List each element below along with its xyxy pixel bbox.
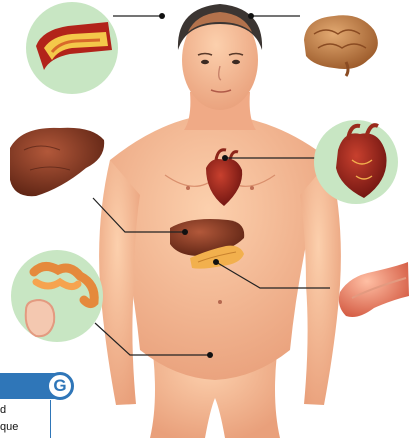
liver-callout [10, 128, 104, 196]
brain-callout [304, 15, 378, 76]
caption-line-2: que [0, 421, 48, 433]
g-badge: G [46, 372, 74, 400]
pancreas-icon [339, 262, 409, 317]
intestine-callout [11, 250, 103, 342]
panel-divider [50, 400, 51, 438]
heart-callout [314, 120, 398, 204]
caption-line-1: d [0, 404, 48, 416]
pancreas-callout [339, 262, 409, 317]
artery-callout [26, 2, 118, 94]
liver-icon [10, 128, 104, 196]
brain-icon [304, 15, 378, 76]
